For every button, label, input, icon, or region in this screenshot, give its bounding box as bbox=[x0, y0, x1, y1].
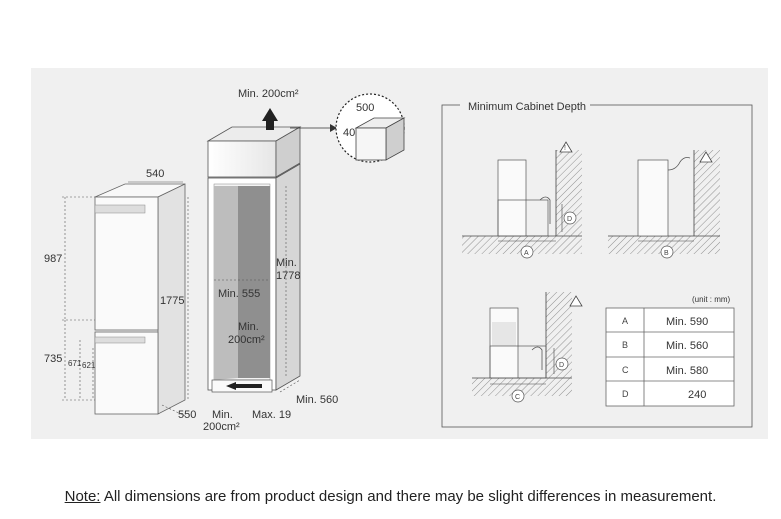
scene-a: ! bbox=[462, 141, 582, 259]
cabinet-top-vent-label: Min. 200cm² bbox=[238, 88, 299, 100]
detail-500-label: 500 bbox=[356, 102, 374, 114]
cabinet-depth-label: Min. 560 bbox=[296, 394, 338, 406]
cabinet-mid-vent-label-1: Min. bbox=[238, 321, 259, 333]
cabinet-inner-height-label-1: Min. bbox=[276, 257, 297, 269]
table-row-d-value: 240 bbox=[688, 389, 706, 401]
table-row-d-letter: D bbox=[622, 389, 629, 399]
cabinet-top-detail bbox=[335, 93, 406, 163]
scene-b bbox=[608, 150, 720, 259]
table-row-b-value: Min. 560 bbox=[666, 340, 708, 352]
table-row-a-letter: A bbox=[622, 316, 628, 326]
fridge-671-label: 671 bbox=[68, 359, 82, 368]
cabinet-bottom-vent-label-2: 200cm² bbox=[203, 421, 240, 433]
marker-d-2: D bbox=[559, 362, 564, 369]
detail-40-label: 40 bbox=[343, 127, 355, 139]
scene-c bbox=[472, 292, 583, 403]
cabinet-depth-box bbox=[441, 98, 753, 428]
svg-text:!: ! bbox=[564, 145, 566, 152]
unit-label: (unit : mm) bbox=[692, 295, 731, 304]
fridge-width-label: 540 bbox=[146, 168, 164, 180]
cabinet-depth-title: Minimum Cabinet Depth bbox=[468, 101, 586, 113]
fridge-upper-height-label: 987 bbox=[44, 253, 62, 265]
marker-a: A bbox=[524, 250, 529, 257]
fridge-dimension-lines bbox=[62, 181, 189, 417]
cabinet-inner-height-label-2: 1778 bbox=[276, 270, 300, 282]
cabinet-inner-width-label: Min. 555 bbox=[218, 288, 260, 300]
fridge-illustration bbox=[94, 183, 186, 415]
note-text: All dimensions are from product design a… bbox=[100, 488, 717, 505]
marker-b: B bbox=[664, 250, 669, 257]
marker-c: C bbox=[515, 394, 520, 401]
note-label: Note: bbox=[64, 488, 101, 505]
table-row-c-value: Min. 580 bbox=[666, 365, 708, 377]
depth-table bbox=[605, 307, 735, 407]
fridge-lower-height-label: 735 bbox=[44, 353, 62, 365]
table-row-c-letter: C bbox=[622, 365, 629, 375]
fridge-total-height-label: 1775 bbox=[160, 295, 184, 307]
cabinet-illustration bbox=[206, 108, 337, 393]
cabinet-gap-label: Max. 19 bbox=[252, 409, 291, 421]
fridge-621-label: 621 bbox=[82, 361, 96, 370]
footnote: Note: All dimensions are from product de… bbox=[0, 488, 781, 505]
cabinet-bottom-vent-label-1: Min. bbox=[212, 409, 233, 421]
cabinet-mid-vent-label-2: 200cm² bbox=[228, 334, 265, 346]
marker-d-1: D bbox=[567, 216, 572, 223]
fridge-depth-label: 550 bbox=[178, 409, 196, 421]
table-row-a-value: Min. 590 bbox=[666, 316, 708, 328]
cabinet-dimension-lines bbox=[214, 186, 301, 393]
table-row-b-letter: B bbox=[622, 340, 628, 350]
